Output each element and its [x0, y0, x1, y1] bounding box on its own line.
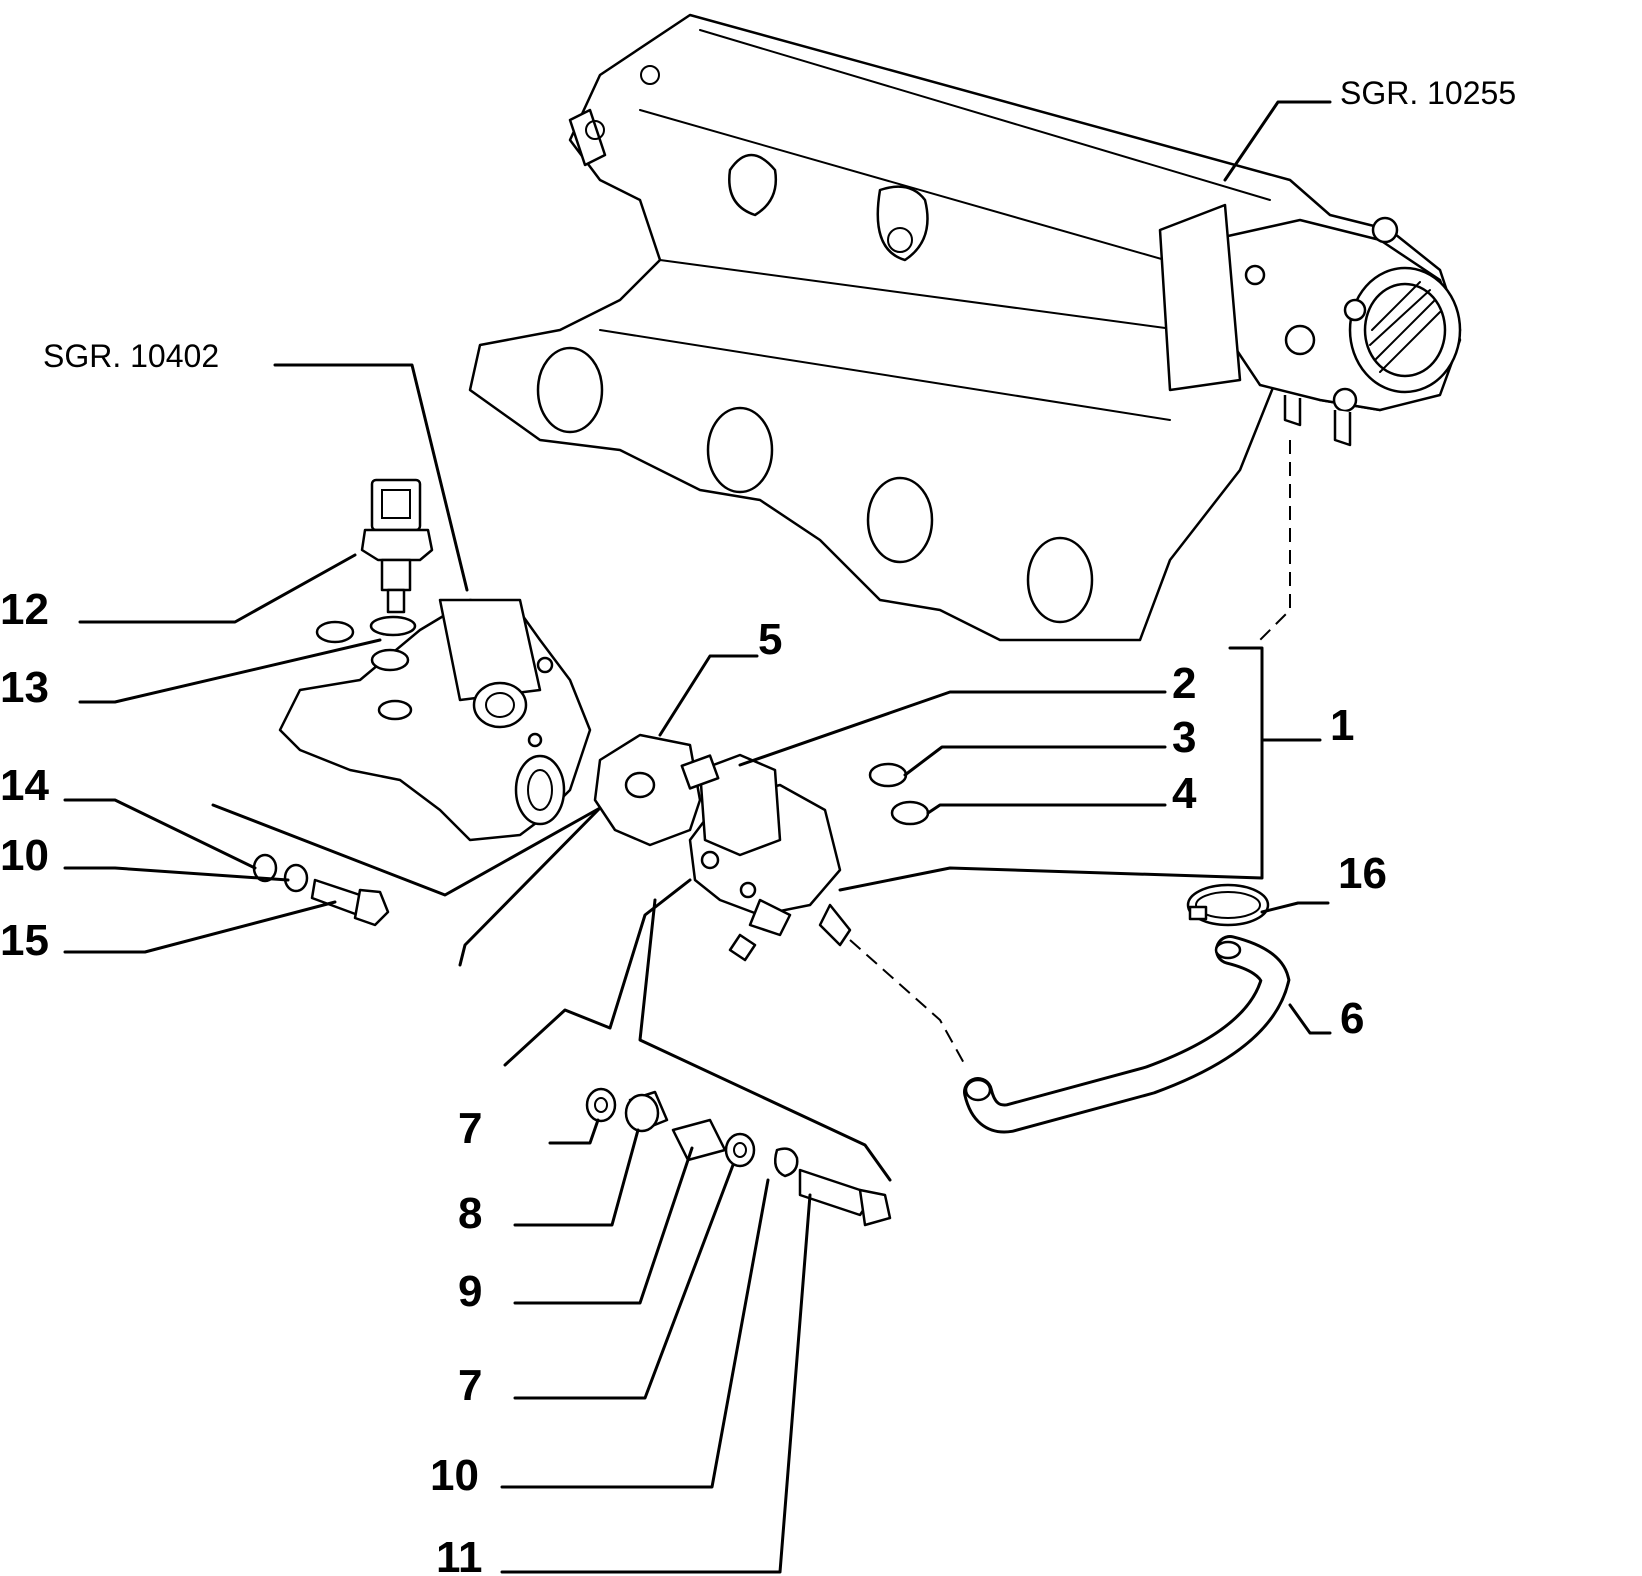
callout-9: 9	[458, 1267, 482, 1316]
callout-10-left: 10	[0, 831, 49, 880]
dashed-line-hose	[849, 939, 966, 1066]
callout-8: 8	[458, 1189, 482, 1238]
callout-4: 4	[1172, 769, 1197, 818]
callout-14: 14	[0, 761, 49, 810]
gasket-3	[868, 762, 908, 788]
callout-15: 15	[0, 916, 49, 965]
sensor-seal	[369, 615, 417, 637]
callout-16: 16	[1338, 849, 1387, 898]
callout-10-bottom: 10	[430, 1451, 479, 1500]
gasket-4	[890, 800, 930, 826]
intake-manifold	[468, 13, 1462, 642]
callout-2: 2	[1172, 659, 1196, 708]
callout-11: 11	[436, 1533, 483, 1576]
idle-valve-assembly	[593, 733, 852, 962]
hose-end-bottom	[964, 1078, 992, 1102]
washer-10	[283, 863, 309, 893]
callout-1: 1	[1330, 701, 1354, 750]
callout-7-top: 7	[458, 1104, 482, 1153]
hose-inner	[966, 938, 1288, 1131]
callout-12: 12	[0, 585, 49, 634]
callout-7-bottom: 7	[458, 1361, 482, 1410]
callout-13: 13	[0, 663, 49, 712]
thermostat-housing	[278, 598, 592, 842]
hose-clamp	[1186, 883, 1270, 927]
bolt-15	[310, 878, 390, 927]
dashed-line-throttle	[1259, 440, 1291, 641]
hose-end-top	[1214, 940, 1242, 960]
fastener-stack	[585, 1087, 892, 1227]
ref-sgr-10402: SGR. 10402	[43, 338, 219, 374]
callout-3: 3	[1172, 713, 1196, 762]
callout-5: 5	[758, 615, 782, 664]
leader-lines	[63, 100, 1332, 1574]
callout-6: 6	[1340, 994, 1364, 1043]
ref-sgr-10255: SGR. 10255	[1340, 75, 1516, 111]
temperature-sensor	[360, 478, 434, 614]
